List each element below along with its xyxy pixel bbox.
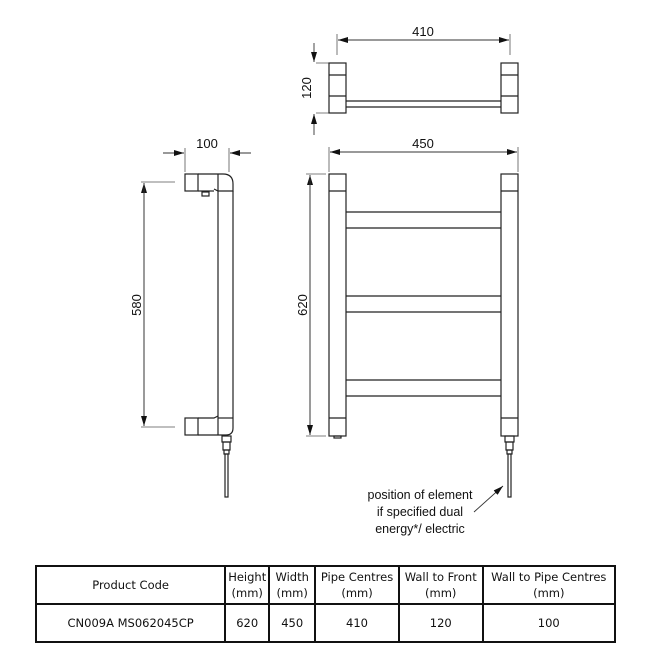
technical-drawing: 410 120 100 580 xyxy=(129,24,519,513)
header-pipe-centres: Pipe Centres(mm) xyxy=(314,565,400,605)
side-projection-dim-label: 100 xyxy=(196,136,218,151)
cell-pipe-centres: 410 xyxy=(314,603,400,643)
header-height: Height(mm) xyxy=(224,565,271,605)
cell-wall-to-pipe-centres: 100 xyxy=(481,603,617,643)
front-height-dim-label: 620 xyxy=(295,294,310,316)
header-wall-to-pipe-centres: Wall to Pipe Centres(mm) xyxy=(481,565,617,605)
note-line-2: if specified dual xyxy=(376,505,464,519)
side-view xyxy=(141,148,251,498)
header-wall-to-front: Wall to Front(mm) xyxy=(397,565,484,605)
table-row: CN009A MS062045CP 620 450 410 120 100 xyxy=(34,603,617,643)
top-view xyxy=(311,34,519,135)
spec-table-header-row: Product Code Height(mm) Width(mm) Pipe C… xyxy=(34,565,617,605)
top-width-dim-label: 410 xyxy=(412,24,434,39)
header-width: Width(mm) xyxy=(268,565,317,605)
cell-width: 450 xyxy=(268,603,317,643)
spec-table: Product Code Height(mm) Width(mm) Pipe C… xyxy=(34,565,617,643)
cell-product-code: CN009A MS062045CP xyxy=(34,603,227,643)
note-line-3: energy*/ electric xyxy=(375,522,465,536)
cell-height: 620 xyxy=(224,603,271,643)
element-position-note: position of element if specified dual en… xyxy=(330,487,510,538)
top-depth-dim-label: 120 xyxy=(299,77,314,99)
header-product-code: Product Code xyxy=(34,565,227,605)
note-line-1: position of element xyxy=(367,488,473,502)
cell-wall-to-front: 120 xyxy=(397,603,484,643)
front-view xyxy=(306,147,519,513)
front-width-dim-label: 450 xyxy=(412,136,434,151)
side-height-dim-label: 580 xyxy=(129,294,144,316)
